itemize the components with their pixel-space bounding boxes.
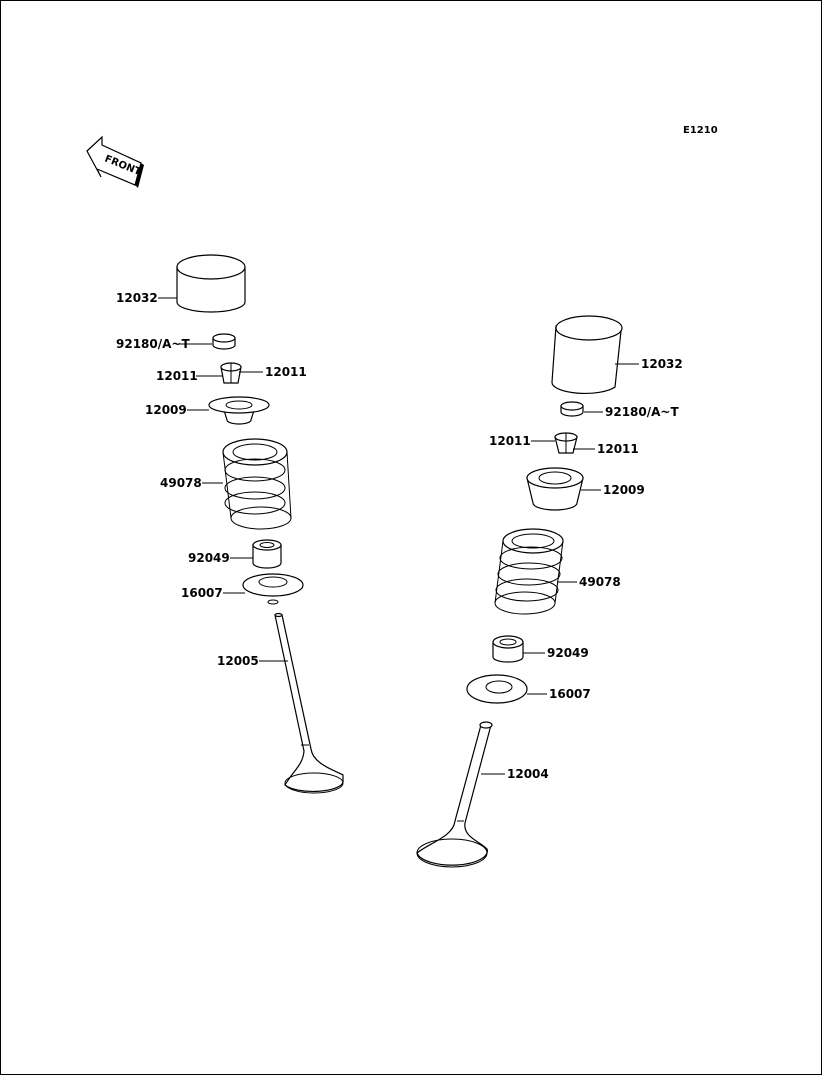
left-label-92180: 92180/A~T	[116, 337, 190, 351]
diagram-code: E1210	[683, 125, 718, 136]
right-label-12004: 12004	[507, 767, 549, 781]
right-cotters	[554, 432, 578, 454]
left-label-12011-b: 12011	[265, 365, 307, 379]
right-label-49078: 49078	[579, 575, 621, 589]
right-tappet	[551, 315, 623, 395]
left-cotters	[220, 362, 242, 384]
right-label-92049: 92049	[547, 646, 589, 660]
right-valve	[416, 721, 493, 868]
right-spring-seat	[466, 674, 528, 704]
left-spring	[222, 438, 292, 530]
left-label-12009: 12009	[145, 403, 187, 417]
right-shim	[560, 401, 584, 417]
right-retainer	[526, 467, 584, 511]
left-tappet	[176, 254, 246, 313]
right-label-12011-a: 12011	[489, 434, 531, 448]
left-spring-seat	[242, 573, 304, 605]
left-shim	[212, 333, 236, 350]
right-label-12011-b: 12011	[597, 442, 639, 456]
right-spring	[494, 528, 564, 615]
left-label-12011-a: 12011	[156, 369, 198, 383]
left-label-12032: 12032	[116, 291, 158, 305]
left-valve-assembly: 12032 92180/A~T 12011 12011 12009 49078 …	[116, 254, 344, 794]
right-label-92180: 92180/A~T	[605, 405, 679, 419]
left-valve	[274, 612, 344, 794]
front-arrow-icon: FRONT	[86, 135, 144, 188]
right-label-12032: 12032	[641, 357, 683, 371]
right-valve-assembly: 12032 92180/A~T 12011 12011 12009 49078 …	[416, 315, 683, 868]
right-label-12009: 12009	[603, 483, 645, 497]
left-label-12005: 12005	[217, 654, 259, 668]
right-stem-seal	[492, 635, 524, 663]
left-retainer	[208, 396, 270, 425]
left-label-49078: 49078	[160, 476, 202, 490]
left-label-16007: 16007	[181, 586, 223, 600]
right-label-16007: 16007	[549, 687, 591, 701]
left-label-92049: 92049	[188, 551, 230, 565]
left-stem-seal	[252, 539, 282, 569]
